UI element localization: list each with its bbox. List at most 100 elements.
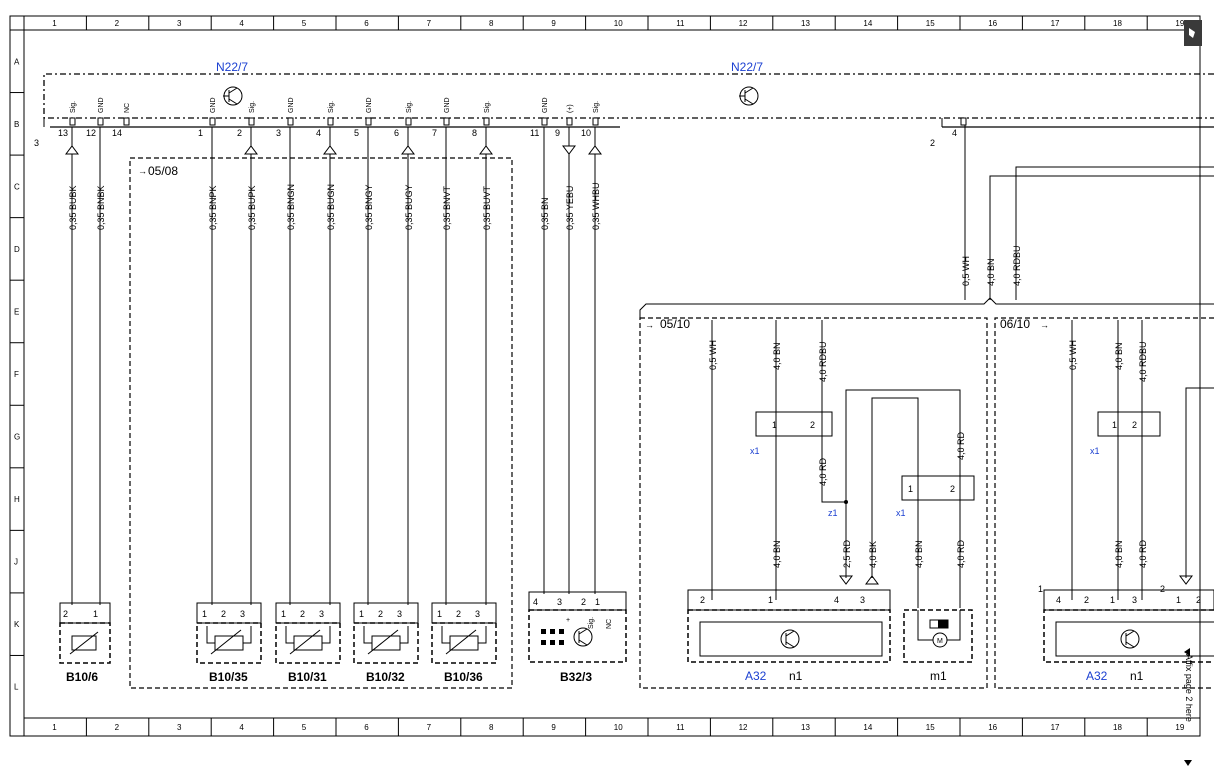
column-number: 12 xyxy=(739,723,748,732)
column-number: 1 xyxy=(52,19,57,28)
wire-label: 0,35 BNBK xyxy=(96,185,106,230)
pin-number: 1 xyxy=(772,420,777,430)
pin-terminal xyxy=(365,117,372,126)
pin-number: 3 xyxy=(557,597,562,607)
pin-terminal xyxy=(209,117,216,126)
pin-label: + xyxy=(566,617,570,624)
wire-label: 4,0 BN xyxy=(986,258,996,286)
pin-label: GND xyxy=(288,97,295,113)
column-number: 2 xyxy=(115,723,120,732)
module-n22-7-box xyxy=(43,73,1214,119)
component-sub: n1 xyxy=(1130,669,1144,683)
column-number: 12 xyxy=(739,19,748,28)
column-number: 9 xyxy=(551,19,556,28)
column-number: 15 xyxy=(926,723,935,732)
variant-arrow-icon: → xyxy=(138,166,147,176)
column-number: 4 xyxy=(239,19,244,28)
column-number: 16 xyxy=(988,19,997,28)
pin-label: GND xyxy=(366,97,373,113)
column-number: 13 xyxy=(801,723,810,732)
pin-number: 13 xyxy=(58,128,68,138)
wire-label: 0,35 BUBK xyxy=(68,185,78,230)
direction-arrow-icon xyxy=(244,145,258,155)
module-title-left: N22/7 xyxy=(216,60,248,74)
pin-terminal xyxy=(541,117,548,126)
pin-number: 2 xyxy=(63,609,68,619)
row-letter: K xyxy=(14,620,20,629)
wire-label: 0,5 WH xyxy=(708,340,718,370)
pin-number: 2 xyxy=(810,420,815,430)
pin-number: 10 xyxy=(581,128,591,138)
row-letter: C xyxy=(14,182,20,191)
pin-number: 3 xyxy=(1132,595,1137,605)
pin-terminal xyxy=(483,117,490,126)
pin-terminal xyxy=(405,117,412,126)
pin-number: 3 xyxy=(397,609,402,619)
sensor-b10-6: 2 1 B10/6 xyxy=(59,602,111,684)
wire-label: 4,0 BN xyxy=(772,342,782,370)
sensor-b32-3: 4 3 2 1 + Sig. NC B32/3 xyxy=(528,591,627,684)
pin-label: Sig. xyxy=(70,101,77,113)
wire-label: 4,0 BN xyxy=(1114,540,1124,568)
pin-number: 1 xyxy=(768,595,773,605)
column-number: 4 xyxy=(239,723,244,732)
pin-number: 1 xyxy=(1112,420,1117,430)
pin-number: 2 xyxy=(378,609,383,619)
pin-number: 1 xyxy=(595,597,600,607)
wire-label: 4,0 BN xyxy=(914,540,924,568)
column-number: 7 xyxy=(427,19,432,28)
pin-number: 3 xyxy=(276,128,281,138)
ground-arrow-icon xyxy=(839,575,879,585)
page-corner-icon xyxy=(1184,20,1202,46)
connector-number-left: 3 xyxy=(34,138,39,148)
column-number: 16 xyxy=(988,723,997,732)
pin-number: 2 xyxy=(300,609,305,619)
column-number: 18 xyxy=(1113,723,1122,732)
pin-label: Sig. xyxy=(588,617,595,629)
column-number: 13 xyxy=(801,19,810,28)
variant-arrow-icon: → xyxy=(1040,320,1049,330)
column-number: 14 xyxy=(863,723,872,732)
affix-note: Affix page 2 here xyxy=(1184,654,1194,722)
column-number: 14 xyxy=(863,19,872,28)
wire-label: 0,5 WH xyxy=(961,256,971,286)
pin-terminal xyxy=(248,117,255,126)
pin-label: GND xyxy=(444,97,451,113)
pin-number: 2 xyxy=(950,484,955,494)
column-number: 1 xyxy=(52,723,57,732)
wire-label: 0,35 YEBU xyxy=(565,186,575,230)
transistor-icon xyxy=(780,629,800,649)
direction-arrow-icon xyxy=(588,145,602,155)
pin-label: NC xyxy=(124,103,131,113)
pin-number: 3 xyxy=(475,609,480,619)
connector-x1: x1 xyxy=(1090,446,1100,456)
potentiometer-icon xyxy=(363,626,409,655)
column-number: 19 xyxy=(1175,723,1184,732)
pin-label: Sig. xyxy=(328,101,335,113)
pin-label: NC xyxy=(606,619,613,629)
pin-number: 3 xyxy=(860,595,865,605)
pin-number: 2 xyxy=(700,595,705,605)
sensor-name: B10/6 xyxy=(66,670,98,684)
column-number: 8 xyxy=(489,19,494,28)
column-number: 5 xyxy=(302,19,307,28)
pin-number: 1 xyxy=(93,609,98,619)
wire-label: 4,0 RD xyxy=(956,431,966,460)
column-number: 11 xyxy=(676,723,685,732)
pin-number: 1 xyxy=(1110,595,1115,605)
row-letter: A xyxy=(14,57,20,66)
pin-number: 4 xyxy=(834,595,839,605)
column-number: 9 xyxy=(551,723,556,732)
transistor-icon xyxy=(739,86,759,106)
wire-label: 4,0 RDBU xyxy=(818,341,828,382)
pin-number: 6 xyxy=(394,128,399,138)
pin-number: 2 xyxy=(581,597,586,607)
column-number: 11 xyxy=(676,19,685,28)
pin-terminal xyxy=(97,117,104,126)
splice-point xyxy=(844,500,848,504)
pin-label: GND xyxy=(542,97,549,113)
